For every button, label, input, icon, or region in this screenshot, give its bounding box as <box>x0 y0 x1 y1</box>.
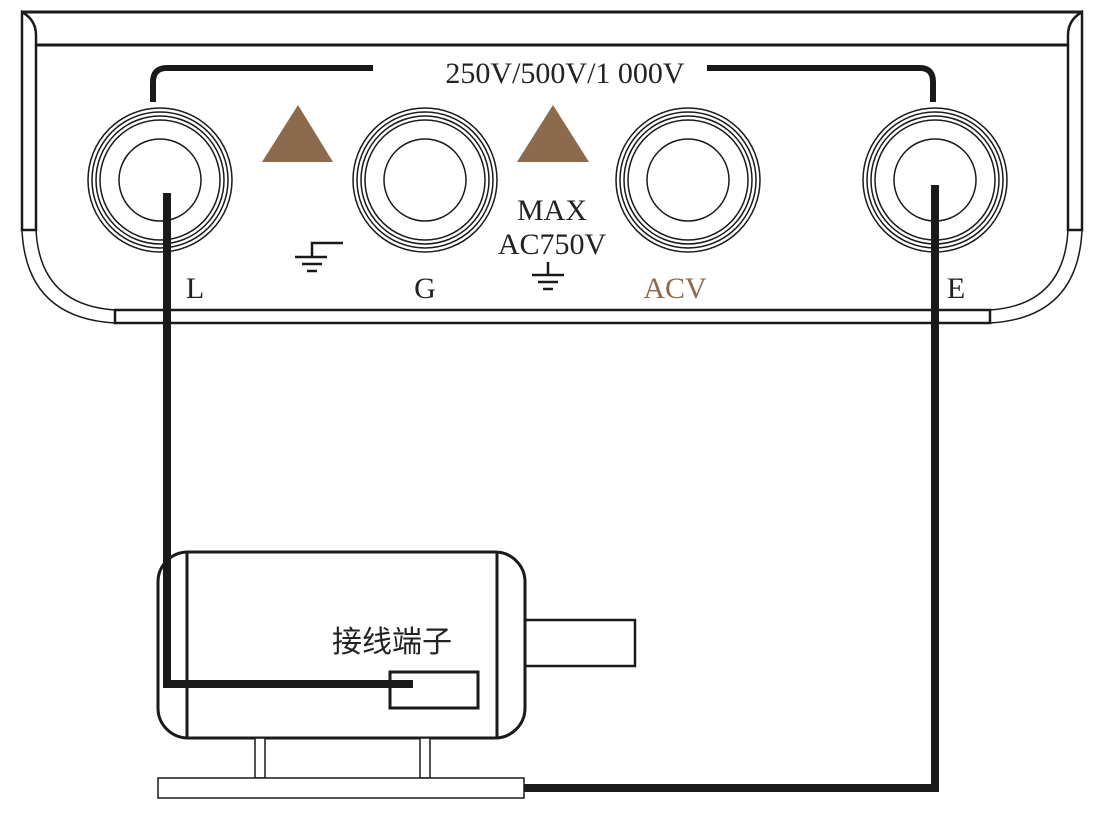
ground-symbol-icon <box>295 241 343 273</box>
socket-ring <box>646 138 730 222</box>
motor <box>156 550 637 799</box>
terminal-label-l: L <box>186 272 204 305</box>
socket-ring <box>118 138 202 222</box>
earth-lead-e <box>524 185 939 792</box>
socket-ring <box>360 115 490 245</box>
socket-ring <box>383 138 467 222</box>
terminal-box <box>388 670 480 710</box>
socket-ring <box>99 119 221 241</box>
socket-ring <box>87 107 233 253</box>
ground-symbol-icon <box>532 262 564 291</box>
terminal-socket-acv <box>615 107 761 253</box>
max-label: MAX <box>517 194 587 227</box>
socket-ring <box>615 107 761 253</box>
test-leads <box>163 185 939 792</box>
socket-ring <box>619 111 757 249</box>
socket-ring <box>95 115 225 245</box>
ac-limit-label: AC750V <box>498 228 607 261</box>
instrument-panel <box>20 9 1084 325</box>
line-lead-l <box>163 193 413 688</box>
terminal-box-label: 接线端子 <box>332 625 452 660</box>
warning-triangle-icon <box>517 105 589 162</box>
range-wire <box>150 65 936 102</box>
terminal-label-e: E <box>947 272 965 305</box>
terminal-label-g: G <box>414 272 436 305</box>
socket-ring <box>356 111 494 249</box>
terminal-socket-l <box>87 107 233 253</box>
socket-ring <box>91 111 229 249</box>
warning-triangle-icon <box>262 105 333 162</box>
socket-ring <box>623 115 753 245</box>
terminal-socket-g <box>352 107 498 253</box>
socket-ring <box>352 107 498 253</box>
socket-ring <box>627 119 749 241</box>
socket-ring <box>364 119 486 241</box>
motor-shaft <box>523 618 637 668</box>
voltage-range-label: 250V/500V/1 000V <box>445 57 685 90</box>
terminal-label-acv: ACV <box>643 272 707 305</box>
motor-base <box>157 777 525 799</box>
